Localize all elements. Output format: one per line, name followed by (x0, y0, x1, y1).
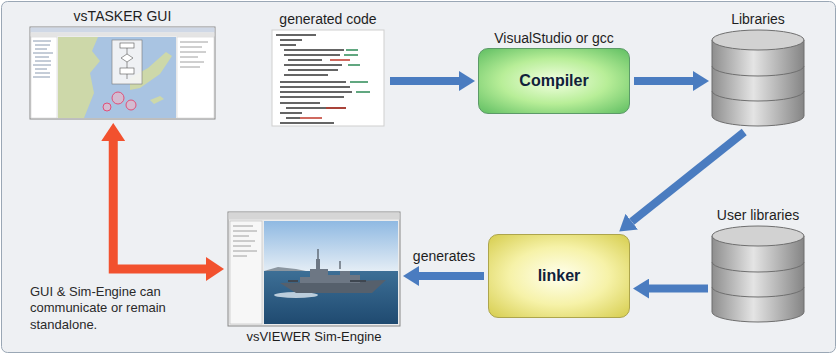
flow-arrow (390, 77, 459, 85)
caption-heading: generated code (279, 11, 376, 27)
link-arrow (113, 141, 206, 269)
gui-screenshot (30, 27, 215, 119)
library-cylinder: Libraries (712, 30, 804, 126)
code-listing (272, 30, 384, 126)
note-text: GUI & Sim-Engine can communicate or rema… (30, 284, 190, 333)
flow-arrow (649, 285, 708, 293)
box-label: Compiler (519, 72, 588, 90)
user-library-cylinder: User libraries (712, 226, 804, 322)
caption-heading: User libraries (717, 207, 799, 223)
linker-box: linker (488, 234, 630, 318)
box-label: linker (538, 267, 581, 285)
viewer-screenshot (228, 212, 400, 326)
flow-arrow (419, 272, 484, 280)
compiler-box: VisualStudio or gccCompiler (478, 48, 630, 114)
user-library-cylinder (712, 226, 804, 322)
viewer-screenshot: vsVIEWER Sim-Engine (228, 212, 400, 326)
gui-screenshot: vsTASKER GUI (30, 27, 215, 119)
edge-label: generates (411, 248, 477, 264)
code-listing: generated code (272, 30, 384, 126)
caption-heading: VisualStudio or gcc (494, 30, 614, 46)
caption-heading: vsTASKER GUI (74, 8, 172, 24)
library-cylinder (712, 30, 804, 126)
caption-heading: Libraries (731, 11, 785, 27)
flow-arrow (634, 77, 693, 85)
caption-heading: vsVIEWER Sim-Engine (246, 329, 381, 344)
